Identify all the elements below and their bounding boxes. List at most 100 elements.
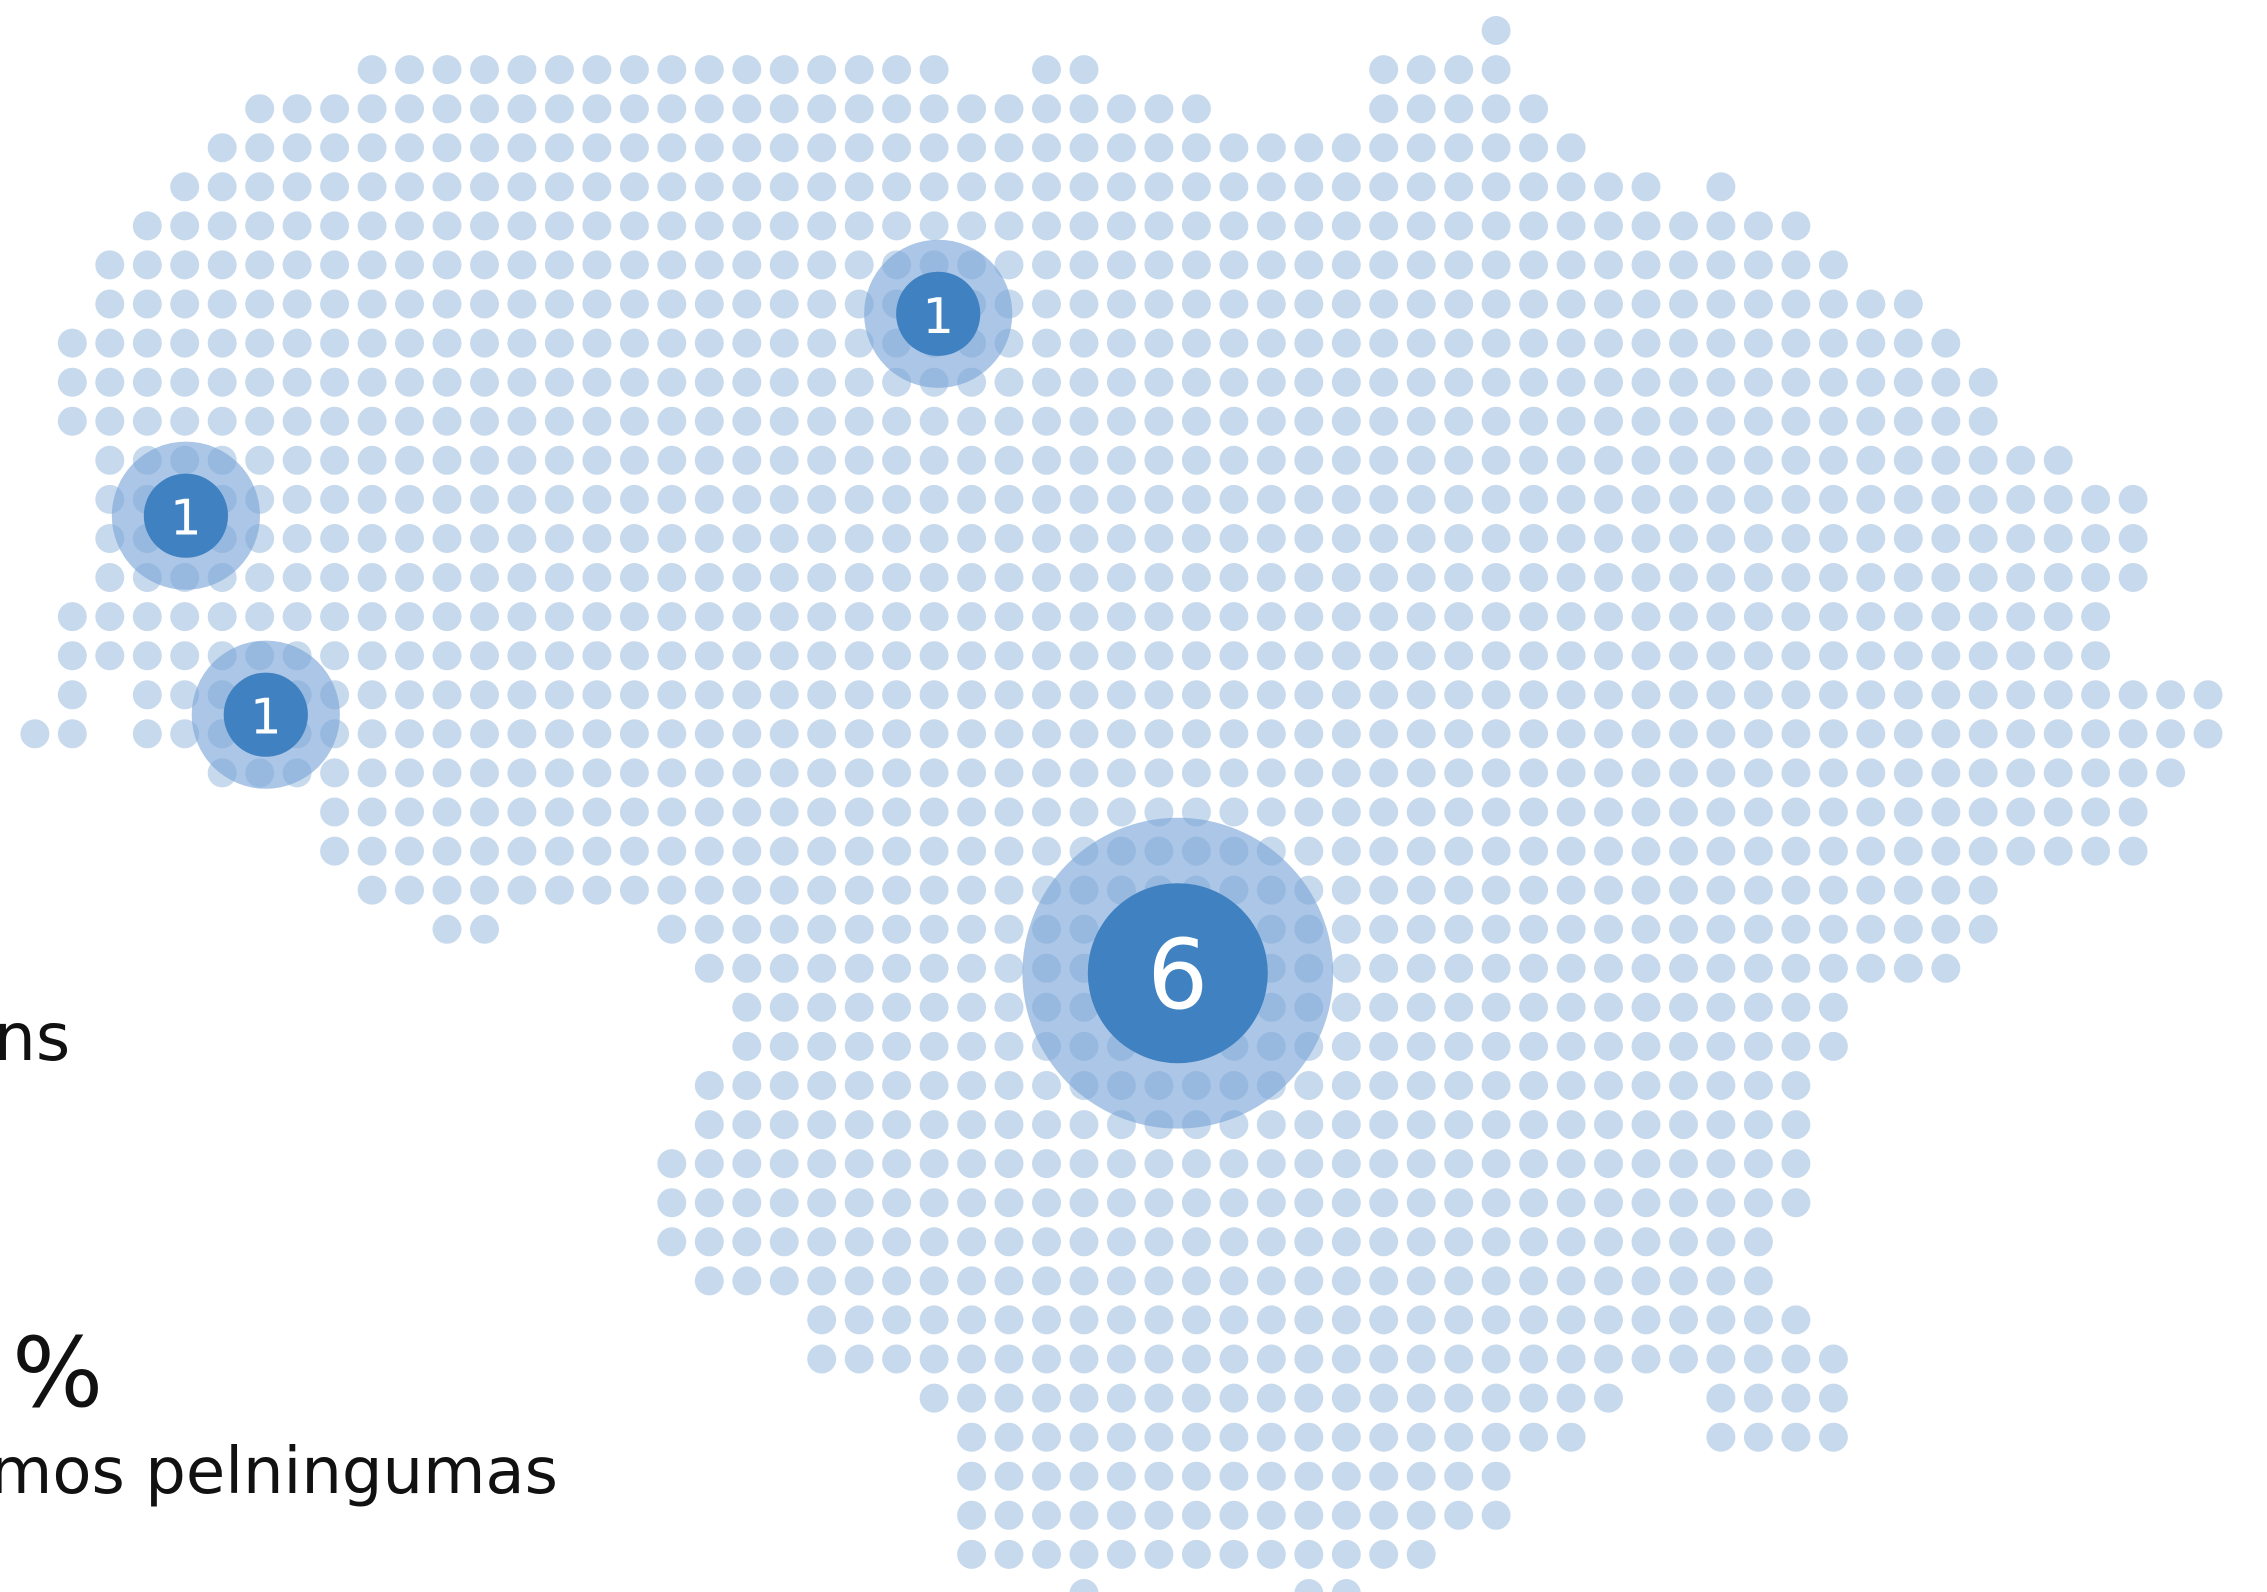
map-dot (919, 55, 949, 85)
map-dot (1818, 406, 1848, 436)
map-dot (395, 289, 424, 319)
map-dot (1294, 719, 1324, 749)
map-dot (1331, 250, 1361, 280)
map-dot (1032, 641, 1061, 671)
map-dot (1069, 250, 1099, 280)
map-dot (994, 250, 1024, 280)
map-dot (1781, 445, 1811, 475)
map-dot (2118, 484, 2148, 514)
map-dot (1106, 211, 1136, 241)
map-dot (1294, 484, 1324, 514)
map-dot (1706, 758, 1736, 788)
map-dot (882, 1149, 912, 1179)
map-dot (1181, 641, 1211, 671)
map-dot (957, 1305, 987, 1335)
map-dot (1331, 133, 1361, 163)
map-dot (2081, 758, 2111, 788)
map-dot (320, 172, 350, 202)
map-dot (470, 914, 499, 944)
map-dot (1594, 1383, 1623, 1413)
map-dot (2006, 524, 2036, 553)
map-dot (1406, 1110, 1436, 1140)
map-dot (1743, 1071, 1773, 1100)
map-dot (769, 914, 799, 944)
map-dot (1631, 680, 1661, 710)
map-dot (1706, 992, 1736, 1022)
map-dot (1556, 836, 1586, 866)
map-dot (1369, 1305, 1399, 1335)
map-dot (994, 1110, 1024, 1140)
map-dot (1631, 406, 1661, 436)
map-dot (1256, 1305, 1286, 1335)
map-dot (1406, 328, 1436, 358)
map-dot (1556, 758, 1586, 788)
map-dot (1032, 1266, 1061, 1296)
map-dot (1669, 328, 1698, 358)
map-dot (1256, 1383, 1286, 1413)
map-dot (1781, 641, 1811, 671)
map-dot (1032, 1539, 1061, 1569)
map-dot (1032, 1227, 1061, 1257)
map-dot (357, 719, 387, 749)
map-dot (1856, 758, 1886, 788)
map-dot (1893, 680, 1923, 710)
map-dot (357, 211, 387, 241)
map-dot (1069, 1266, 1099, 1296)
map-dot (957, 484, 987, 514)
map-dot (769, 758, 799, 788)
map-dot (470, 524, 499, 553)
map-dot (1556, 797, 1586, 827)
map-dot (1294, 406, 1324, 436)
map-dot (282, 406, 312, 436)
map-dot (544, 250, 574, 280)
map-dot (807, 1305, 837, 1335)
map-dot (807, 1188, 837, 1218)
map-dot (1369, 1383, 1399, 1413)
map-dot (919, 836, 949, 866)
map-dot (1893, 602, 1923, 632)
map-dot (1706, 211, 1736, 241)
map-dot (1519, 914, 1549, 944)
map-dot (1219, 250, 1249, 280)
map-dot (1444, 1071, 1474, 1100)
map-dot (357, 524, 387, 553)
map-dot (245, 250, 275, 280)
map-dot (1144, 1188, 1174, 1218)
map-dot (1743, 1227, 1773, 1257)
map-dot (1706, 719, 1736, 749)
map-dot (1743, 641, 1773, 671)
map-dot (57, 367, 87, 397)
map-dot (957, 1149, 987, 1179)
map-dot (1406, 953, 1436, 983)
map-dot (1556, 211, 1586, 241)
map-dot (844, 133, 874, 163)
map-dot (1106, 1422, 1136, 1452)
map-dot (1069, 133, 1099, 163)
map-dot (657, 1227, 687, 1257)
map-dot (582, 641, 612, 671)
map-dot (207, 328, 237, 358)
map-dot (320, 524, 350, 553)
map-dot (1181, 563, 1211, 592)
map-dot (1256, 484, 1286, 514)
map-dot (1106, 1266, 1136, 1296)
map-dot (1631, 1227, 1661, 1257)
map-dot (1444, 641, 1474, 671)
map-dot (1406, 250, 1436, 280)
marker-core (1087, 883, 1268, 1064)
map-dot (1144, 602, 1174, 632)
map-dot (807, 133, 837, 163)
map-dot (1706, 641, 1736, 671)
map-dot (1706, 836, 1736, 866)
map-dot (1069, 289, 1099, 319)
map-dot (507, 289, 537, 319)
map-dot (1444, 1422, 1474, 1452)
map-dot (470, 289, 499, 319)
map-dot (657, 602, 687, 632)
map-dot (1406, 1305, 1436, 1335)
map-dot (544, 94, 574, 124)
map-dot (1631, 328, 1661, 358)
map-dot (357, 445, 387, 475)
map-dot (807, 1110, 837, 1140)
map-dot (1331, 1579, 1361, 1592)
